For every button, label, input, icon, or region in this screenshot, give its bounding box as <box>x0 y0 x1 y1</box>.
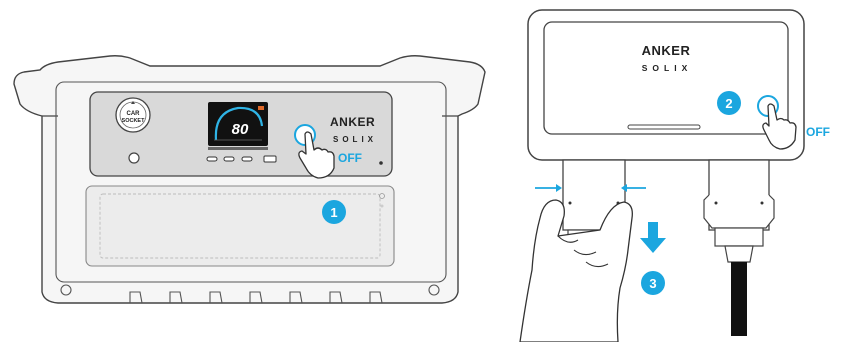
right-cable-connector <box>704 160 774 336</box>
car-socket[interactable]: CAR SOCKET <box>116 98 150 132</box>
car-socket-label-top: CAR <box>127 111 141 117</box>
left-off-label: OFF <box>338 151 362 165</box>
down-arrow-icon <box>640 222 666 253</box>
battery-front-panel <box>544 22 788 134</box>
right-brand-line2: SOLIX <box>642 63 693 73</box>
battery-slot <box>86 186 394 266</box>
step-2-number: 2 <box>725 96 732 111</box>
left-brand-line1: ANKER <box>330 115 375 129</box>
display-value: 80 <box>232 121 249 138</box>
power-station-unit: CAR SOCKET 80 ANKER SOLIX OFF <box>14 56 485 303</box>
step-1-number: 1 <box>330 205 337 220</box>
right-off-label: OFF <box>806 125 830 139</box>
step-2-badge: 2 <box>717 91 741 115</box>
expansion-battery-unit: ANKER SOLIX 2 OFF <box>520 10 830 342</box>
indicator-light <box>379 161 383 165</box>
small-button[interactable] <box>129 153 139 163</box>
step-1-badge: 1 <box>322 200 346 224</box>
step-3-badge: 3 <box>641 271 665 295</box>
car-socket-label-bottom: SOCKET <box>122 118 146 124</box>
step-3-number: 3 <box>649 276 656 291</box>
display-screen: 80 <box>208 102 268 146</box>
right-brand-line1: ANKER <box>642 43 691 58</box>
left-brand-line2: SOLIX <box>333 135 377 144</box>
